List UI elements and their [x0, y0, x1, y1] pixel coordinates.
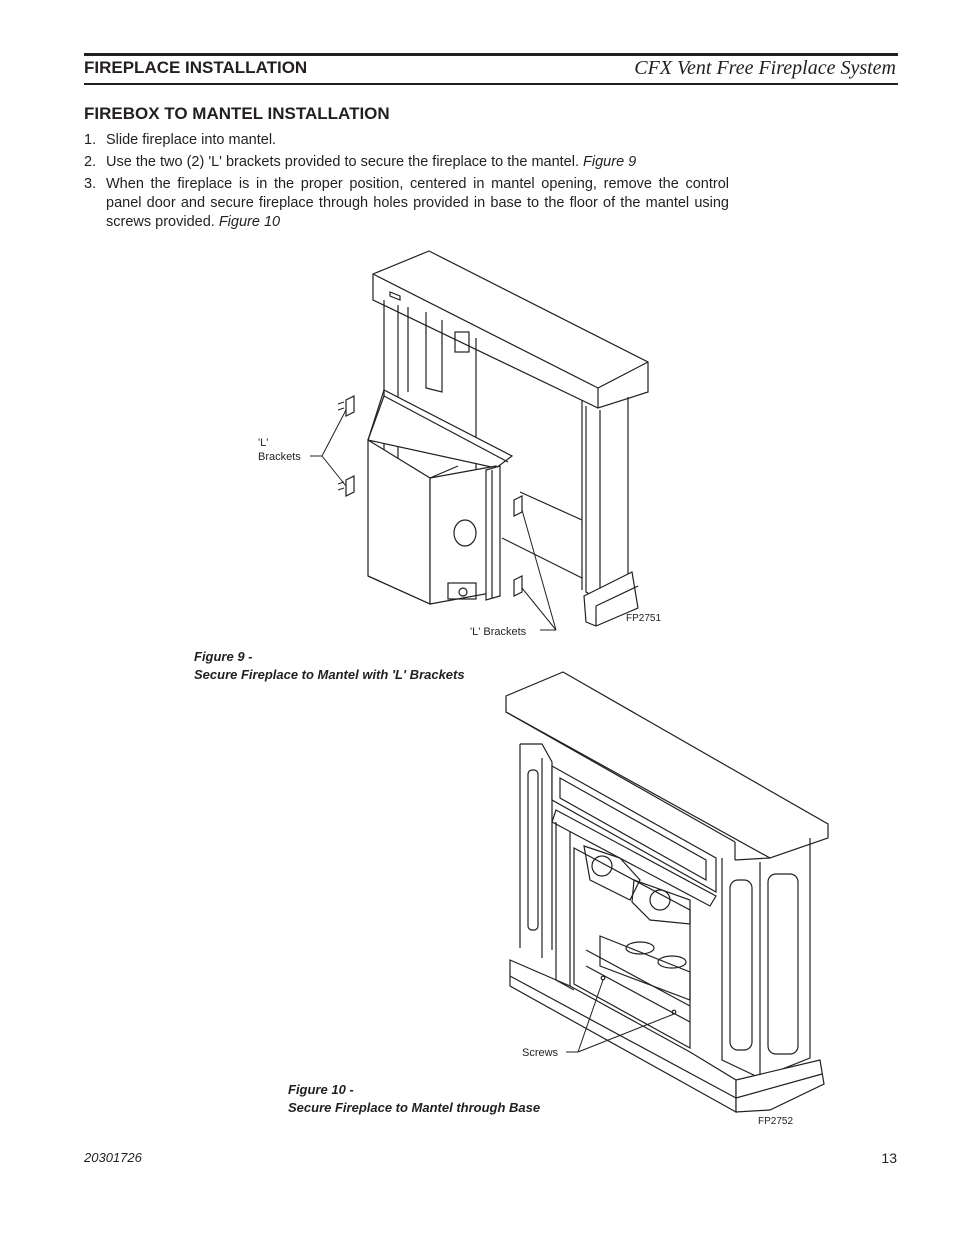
step-text: Slide fireplace into mantel. [106, 132, 277, 148]
figure9-label-brackets: 'L' Brackets [470, 626, 527, 638]
figure10-caption: Figure 10 - Secure Fireplace to Mantel t… [288, 1081, 540, 1117]
step-item: 3.When the fireplace is in the proper po… [84, 176, 729, 230]
leader-lines [310, 409, 557, 631]
figure-reference: Figure 9 [583, 154, 637, 170]
figure10-caption-title: Figure 10 - [288, 1082, 354, 1097]
figure9-caption: Figure 9 - Secure Fireplace to Mantel wi… [194, 648, 465, 684]
gas-inlet-hole [453, 519, 477, 547]
mantel-bracket-plate [454, 331, 470, 353]
figure9-code: FP2751 [626, 613, 661, 624]
figure10-code: FP2752 [758, 1116, 793, 1127]
figure9-label-l-line2: Brackets [258, 451, 301, 463]
decor-panel-right [631, 879, 691, 925]
screw-left [600, 975, 606, 981]
figure10-caption-text: Secure Fireplace to Mantel through Base [288, 1100, 541, 1115]
control-valve [447, 582, 477, 600]
page-number: 13 [881, 1150, 897, 1166]
document-number: 20301726 [84, 1150, 142, 1165]
header-section-title: FIREPLACE INSTALLATION [84, 58, 308, 77]
header-bottom-rule [84, 83, 898, 85]
decor-panel-left [583, 845, 641, 901]
firebox-unit [367, 389, 514, 605]
step-item: 2.Use the two (2) 'L' brackets provided … [84, 154, 637, 170]
step-text: Use the two (2) 'L' brackets provided to… [106, 154, 579, 170]
step-item: 1.Slide fireplace into mantel. [84, 132, 277, 148]
section-title: FIREBOX TO MANTEL INSTALLATION [84, 104, 390, 123]
header-top-rule [84, 53, 898, 56]
screw-right [671, 1009, 677, 1015]
figure-9-illustration: 'L' Brackets 'L' Brackets FP2751 [258, 250, 661, 638]
instruction-steps: 1.Slide fireplace into mantel. 2.Use the… [84, 131, 729, 235]
figure9-label-l-line1: 'L' [258, 437, 268, 449]
step-text: When the fireplace is in the proper posi… [106, 176, 729, 230]
header-product-title: CFX Vent Free Fireplace System [634, 57, 896, 79]
figure9-caption-title: Figure 9 - [194, 649, 253, 664]
leader-lines [566, 979, 675, 1053]
figure-10-illustration: Screws FP2752 [505, 671, 829, 1127]
log-set [599, 935, 691, 1001]
mantel-assembled [505, 671, 829, 1114]
firebox-installed [551, 809, 717, 1050]
figure9-caption-text: Secure Fireplace to Mantel with 'L' Brac… [194, 667, 465, 682]
figure-reference: Figure 10 [218, 214, 281, 230]
figure10-label-screws: Screws [522, 1047, 559, 1059]
